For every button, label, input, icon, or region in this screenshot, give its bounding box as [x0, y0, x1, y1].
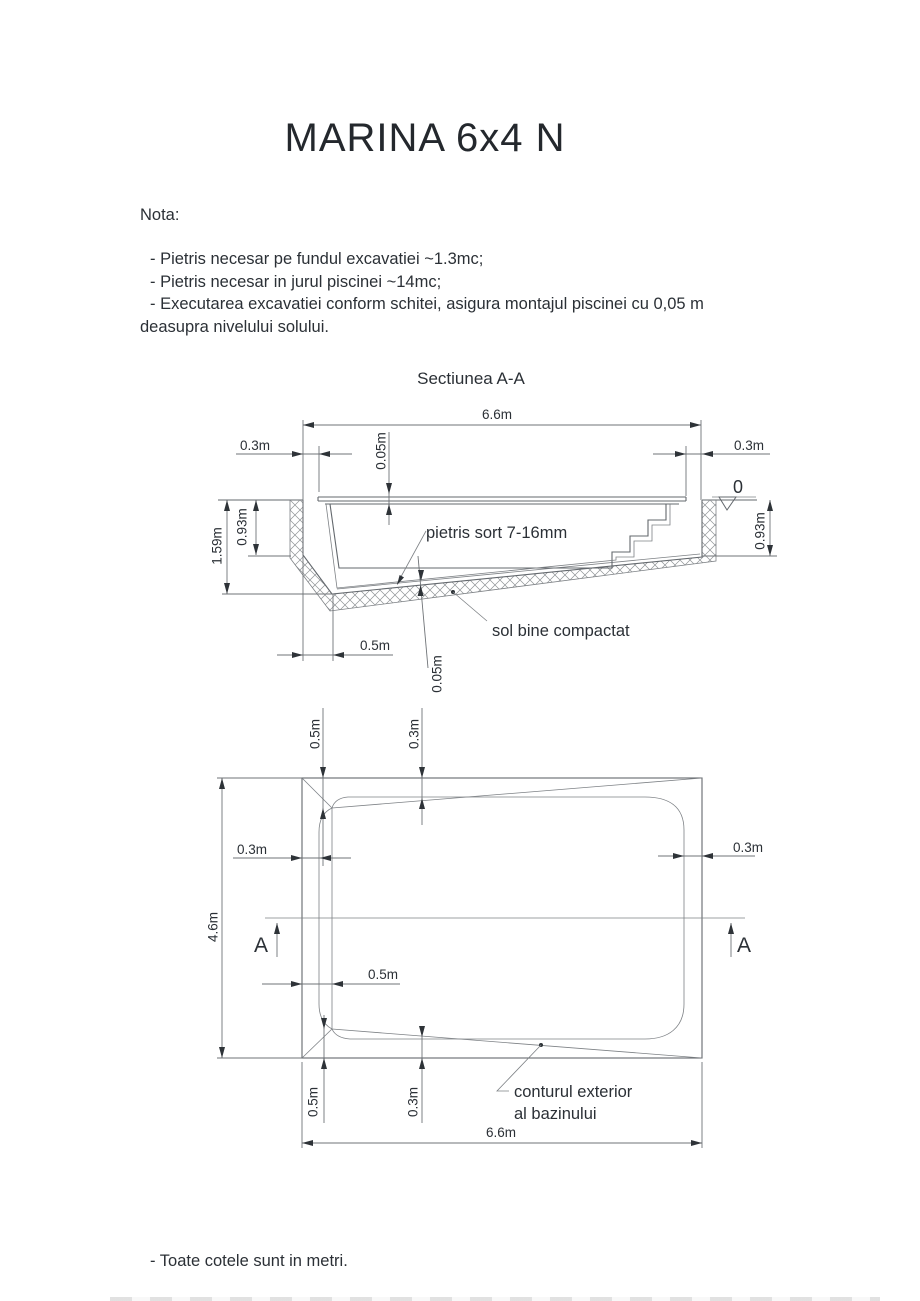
excavation-profile [289, 500, 717, 612]
dim-wall-offset-label: 0.5m [368, 967, 398, 982]
note-line: deasupra nivelului solului. [140, 317, 329, 336]
dim-depth-max: 1.59m [210, 500, 230, 594]
pool-tub-section [325, 503, 671, 589]
dim-corner-bottom: 0.5m [306, 1018, 327, 1117]
dim-edge-left-plan-label: 0.3m [237, 842, 267, 857]
dim-edge-right-plan: 0.3m [658, 840, 763, 859]
dim-depth-left-label: 0.93m [235, 508, 250, 546]
section-title: Sectiunea A-A [417, 369, 525, 388]
dim-edge-left: 0.3m [236, 438, 352, 457]
section-marker-a-left: A [254, 934, 268, 957]
soil-callout: sol bine compactat [451, 590, 630, 640]
dim-edge-right-label: 0.3m [734, 438, 764, 453]
dim-corner-top-label: 0.5m [308, 719, 323, 749]
footer-note: - Toate cotele sunt in metri. [150, 1252, 348, 1270]
dim-slope-top: 0.3m [407, 719, 425, 809]
dim-corner-top: 0.5m [308, 719, 326, 819]
pool-deck [317, 496, 687, 505]
cut-line-aa: A A [254, 917, 751, 957]
dim-slope-top-label: 0.3m [407, 719, 422, 749]
dim-lip-height-label: 0.05m [374, 432, 389, 470]
dim-edge-right-plan-label: 0.3m [733, 840, 763, 855]
dim-height: 4.6m [206, 778, 225, 1058]
dim-depth-left: 0.93m [235, 500, 259, 555]
note-line: - Pietris necesar in jurul piscinei ~14m… [150, 272, 442, 291]
nota-heading: Nota: [140, 206, 180, 224]
slope-edges [301, 777, 703, 1059]
dim-gravel-label: 0.05m [430, 655, 445, 693]
contour-callout-line1: conturul exterior [514, 1083, 633, 1101]
level-zero-marker: 0 [712, 477, 756, 511]
dim-gravel-thickness: 0.05m [417, 555, 445, 693]
dim-wall-offset: 0.5m [262, 967, 400, 987]
dim-height-label: 4.6m [206, 912, 221, 942]
section-extension-lines [222, 420, 777, 661]
dim-edge-right: 0.3m [653, 438, 770, 457]
level-zero-label: 0 [733, 477, 743, 497]
dim-edge-left-label: 0.3m [240, 438, 270, 453]
dim-sump-offset-label: 0.5m [360, 638, 390, 653]
notes-block: - Pietris necesar pe fundul excavatiei ~… [140, 248, 820, 338]
gravel-callout-label: pietris sort 7-16mm [426, 524, 567, 542]
gravel-callout: pietris sort 7-16mm [396, 524, 567, 585]
page-title: MARINA 6x4 N [284, 116, 566, 160]
plan-view: A A 0.5m [206, 708, 763, 1148]
bottom-offset-line [318, 807, 333, 1030]
soil-callout-label: sol bine compactat [492, 622, 630, 640]
plan-extension-lines [217, 708, 703, 1148]
dim-corner-bottom-label: 0.5m [306, 1087, 321, 1117]
dim-slope-bottom: 0.3m [406, 1026, 425, 1117]
dim-depth-right: 0.93m [753, 500, 773, 556]
contour-callout: conturul exterior al bazinului [496, 1043, 633, 1123]
dim-width-bottom-label: 6.6m [486, 1125, 516, 1140]
dim-edge-left-plan: 0.3m [233, 842, 351, 861]
dim-width-top: 6.6m [303, 407, 701, 428]
dim-depth-right-label: 0.93m [753, 512, 768, 550]
section-marker-a-right: A [737, 934, 751, 957]
dim-slope-bottom-label: 0.3m [406, 1087, 421, 1117]
note-line: - Executarea excavatiei conform schitei,… [150, 295, 704, 313]
dim-width-top-label: 6.6m [482, 407, 512, 422]
contour-callout-line2: al bazinului [514, 1105, 597, 1123]
dim-sump-offset: 0.5m [277, 638, 393, 658]
dim-depth-max-label: 1.59m [210, 527, 225, 565]
pool-contour [331, 796, 685, 1040]
dim-width-bottom: 6.6m [302, 1125, 702, 1146]
note-line: - Pietris necesar pe fundul excavatiei ~… [150, 250, 484, 268]
section-view: Sectiunea A-A 0 [210, 369, 777, 693]
scan-edge-artifact [110, 1297, 880, 1301]
dim-lip-height: 0.05m [374, 432, 392, 525]
